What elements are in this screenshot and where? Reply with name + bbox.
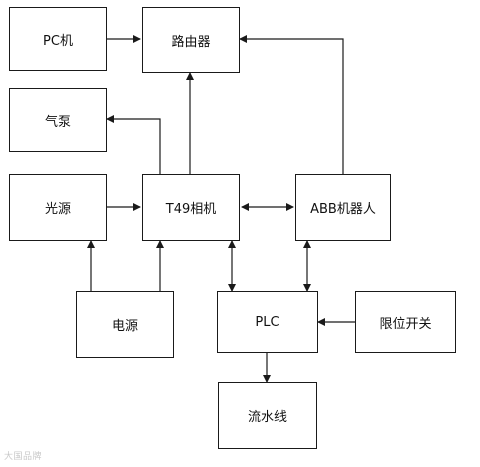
node-router-label: 路由器 [171,34,211,50]
node-camera-label: T49相机 [165,202,217,217]
node-pc: PC机 [9,7,107,71]
node-robot-label: ABB机器人 [310,202,376,217]
arrow-camera-to-air-pump [106,115,161,174]
node-power: 电源 [76,291,174,358]
node-plc-label: PLC [255,314,280,330]
arrow-robot-to-router [239,35,344,174]
node-pc-label: PC机 [43,33,73,49]
node-light-source: 光源 [9,174,107,241]
node-limit-switch-label: 限位开关 [379,316,432,332]
node-power-label: 电源 [111,319,138,334]
watermark: 大国品牌 [4,452,43,462]
node-limit-switch: 限位开关 [355,291,456,353]
node-air-pump-label: 气泵 [44,114,71,130]
node-light-source-label: 光源 [44,202,71,217]
node-conveyor-label: 流水线 [247,410,287,425]
node-plc: PLC [217,291,318,353]
node-router: 路由器 [142,7,240,73]
node-robot: ABB机器人 [295,174,391,241]
node-camera: T49相机 [142,174,240,241]
node-air-pump: 气泵 [9,88,107,152]
node-conveyor: 流水线 [218,382,317,449]
